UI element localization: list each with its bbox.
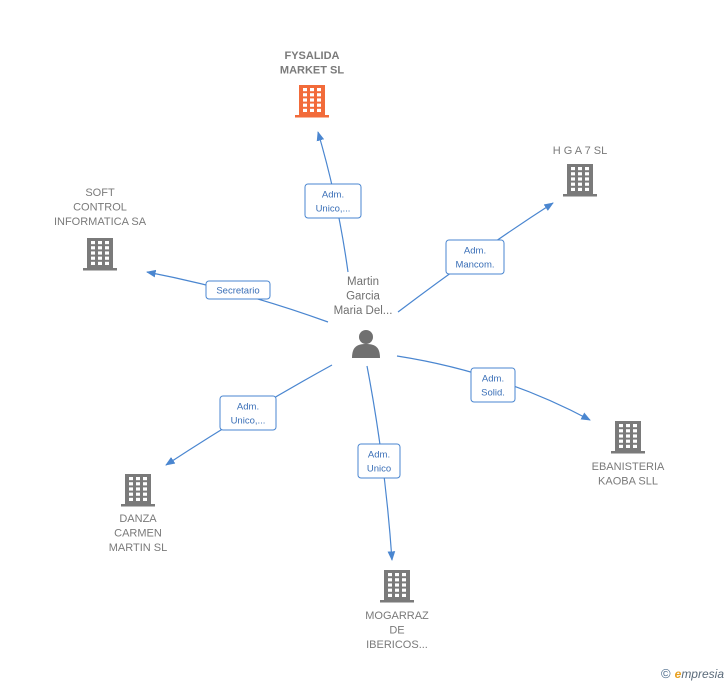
relation-badge-hga7[interactable]: Adm. Mancom.: [445, 239, 505, 275]
company-label-mogarraz-line-0: MOGARRAZ: [365, 610, 429, 622]
company-label-hga7-line-0: H G A 7 SL: [553, 145, 607, 157]
company-node-hga7[interactable]: H G A 7 SL: [553, 145, 607, 197]
relation-badge-fysalida[interactable]: Adm. Unico,...: [304, 183, 362, 219]
relation-badge-ebanisteria[interactable]: Adm. Solid.: [470, 367, 516, 403]
person-icon[interactable]: [352, 330, 380, 358]
relation-badge-danza[interactable]: Adm. Unico,...: [219, 395, 277, 431]
relation-label-danza-0: Adm.: [237, 402, 259, 413]
company-label-danza-line-2: MARTIN SL: [109, 542, 167, 554]
company-label-mogarraz-line-1: DE: [389, 625, 404, 637]
relation-badge-soft[interactable]: Secretario: [205, 280, 271, 300]
relation-label-mogarraz-0: Adm.: [368, 450, 390, 461]
relation-label-ebanisteria-0: Adm.: [482, 374, 504, 385]
brand-initial: e: [674, 667, 682, 681]
relation-label-hga7-1: Mancom.: [455, 260, 494, 271]
relation-label-ebanisteria-1: Solid.: [481, 388, 505, 399]
company-node-mogarraz[interactable]: MOGARRAZ DE IBERICOS...: [365, 570, 429, 651]
building-icon[interactable]: [611, 421, 645, 454]
building-icon[interactable]: [295, 85, 329, 118]
brand-name: mpresia: [681, 667, 724, 681]
company-label-danza-line-0: DANZA: [119, 513, 157, 525]
company-label-soft-line-1: CONTROL: [73, 202, 127, 214]
badges-layer: Adm.Unico,...Adm.Mancom.SecretarioAdm.So…: [205, 183, 516, 479]
building-icon[interactable]: [380, 570, 414, 603]
company-label-ebanisteria-line-1: KAOBA SLL: [598, 476, 658, 488]
relation-label-hga7-0: Adm.: [464, 246, 486, 257]
company-node-soft[interactable]: SOFT CONTROL INFORMATICA SA: [54, 187, 147, 271]
relation-badge-mogarraz[interactable]: Adm. Unico: [357, 443, 401, 479]
person-label-line-1: Garcia: [346, 291, 380, 303]
company-label-soft-line-2: INFORMATICA SA: [54, 216, 147, 228]
building-icon[interactable]: [83, 238, 117, 271]
company-node-fysalida[interactable]: FYSALIDA MARKET SL: [280, 50, 344, 118]
footer-brand: ©empresia: [661, 666, 724, 681]
person-label-line-0: Martin: [347, 276, 379, 288]
company-label-danza-line-1: CARMEN: [114, 528, 162, 540]
company-node-danza[interactable]: DANZA CARMEN MARTIN SL: [109, 474, 167, 554]
relation-label-soft-0: Secretario: [216, 286, 259, 297]
nodes-layer: FYSALIDA MARKET SL H G A 7 SL SOFT CONTROL IN…: [54, 50, 665, 651]
person-label-line-2: Maria Del...: [334, 305, 393, 317]
company-label-fysalida-line-0: FYSALIDA: [285, 50, 340, 62]
relation-label-danza-1: Unico,...: [231, 416, 266, 427]
company-label-soft-line-0: SOFT: [85, 187, 115, 199]
relation-label-fysalida-0: Adm.: [322, 190, 344, 201]
copyright-symbol: ©: [661, 666, 671, 681]
building-icon[interactable]: [121, 474, 155, 507]
company-label-ebanisteria-line-0: EBANISTERIA: [592, 461, 665, 473]
relation-label-mogarraz-1: Unico: [367, 464, 391, 475]
company-label-fysalida-line-1: MARKET SL: [280, 65, 344, 77]
company-node-ebanisteria[interactable]: EBANISTERIA KAOBA SLL: [592, 421, 665, 488]
company-label-mogarraz-line-2: IBERICOS...: [366, 639, 428, 651]
building-icon[interactable]: [563, 164, 597, 197]
relation-label-fysalida-1: Unico,...: [316, 204, 351, 215]
